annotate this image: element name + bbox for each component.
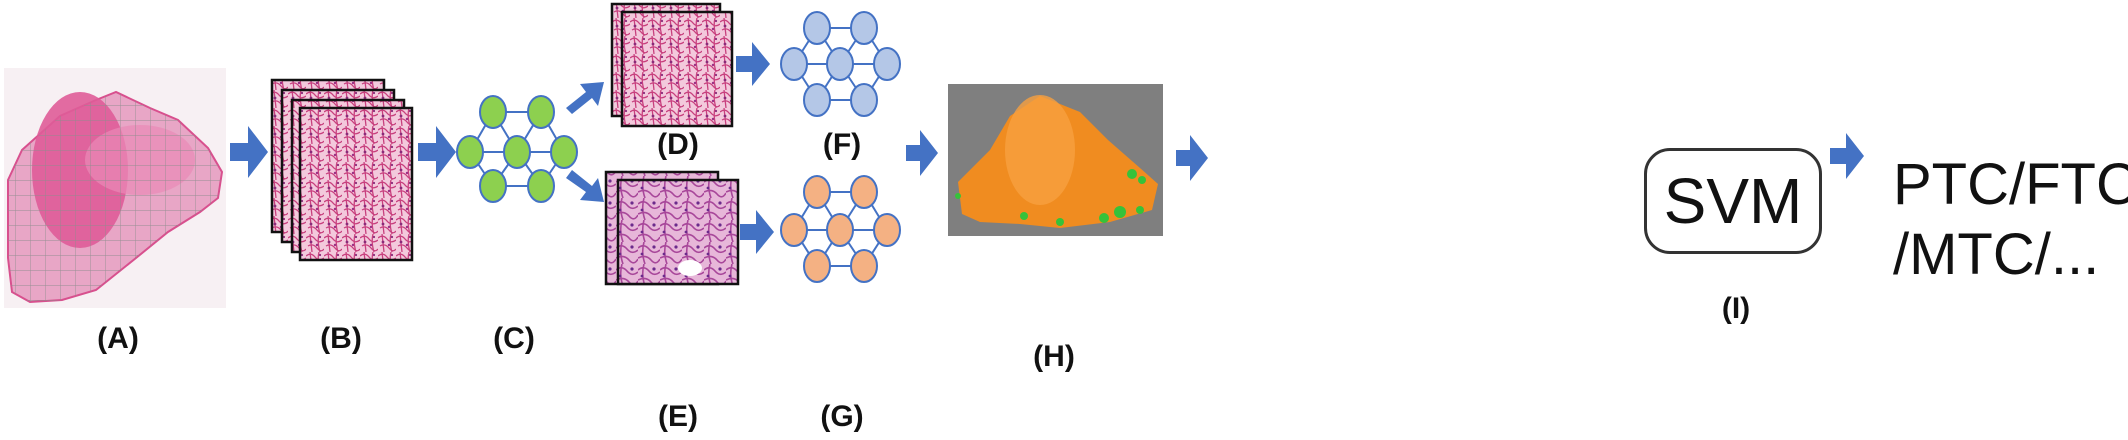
arrow-b-c	[418, 126, 456, 178]
arrow-a-b	[230, 126, 268, 178]
arrow-fg-h	[906, 130, 938, 176]
arrows	[230, 42, 1864, 254]
label-f: (F)	[822, 128, 862, 161]
network-f	[780, 11, 901, 117]
arrow-e-g	[740, 210, 774, 254]
arrow-d-f	[736, 42, 770, 86]
label-c: (C)	[493, 322, 535, 355]
arrow-h-i	[1176, 135, 1208, 181]
arrow-c-d	[566, 82, 604, 114]
whole-slide-image	[4, 68, 226, 308]
result-line-1: PTC/FTC	[1893, 152, 2128, 217]
label-g: (G)	[820, 400, 864, 433]
result-line-2: /MTC/...	[1893, 222, 2100, 287]
tile-stack	[270, 78, 414, 262]
svm-label: SVM	[1663, 165, 1803, 237]
svm-box: SVM	[1644, 148, 1822, 254]
tile-stack-e	[604, 170, 740, 286]
label-b: (B)	[320, 322, 362, 355]
tile-stack-d	[610, 2, 734, 128]
network-c	[456, 95, 578, 203]
label-h: (H)	[1033, 340, 1075, 373]
network-g	[780, 175, 901, 283]
arrow-i-result	[1830, 133, 1864, 179]
heatmap-image	[948, 84, 1163, 236]
label-i: (I)	[1721, 292, 1751, 325]
label-e: (E)	[658, 400, 698, 433]
arrow-c-e	[566, 170, 604, 202]
classification-result: PTC/FTC /MTC/...	[1893, 150, 2128, 290]
label-d: (D)	[657, 128, 699, 161]
label-a: (A)	[97, 322, 139, 355]
